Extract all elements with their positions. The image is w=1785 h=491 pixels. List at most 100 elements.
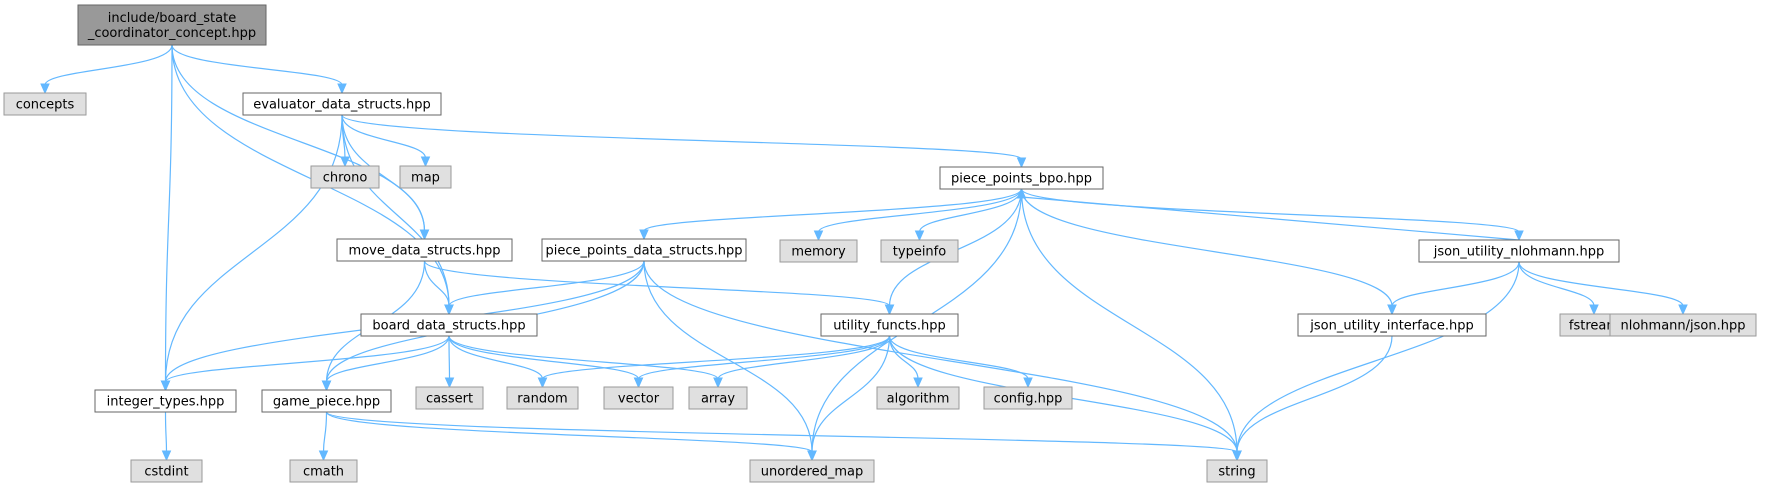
node-board-data-structs[interactable]: board_data_structs.hpp xyxy=(360,313,538,337)
node-box xyxy=(1418,239,1620,263)
node-map: map xyxy=(399,165,452,189)
nodes-layer: include/board_state_coordinator_concept.… xyxy=(3,4,1757,483)
arrowhead-board_data_structs-to-game_piece xyxy=(321,380,332,392)
edge-utility_functs-to-config xyxy=(888,335,1029,380)
node-algorithm: algorithm xyxy=(876,386,960,410)
edge-json_utility_nlohmann-to-json_utility_interface xyxy=(1391,261,1520,307)
arrowhead-integer_types-to-cstdint xyxy=(161,450,172,462)
arrowhead-game_piece-to-unordered_map xyxy=(807,450,817,462)
edge-move_data_structs-to-utility_functs xyxy=(423,260,891,307)
node-memory: memory xyxy=(779,239,858,263)
node-json-utility-nlohmann[interactable]: json_utility_nlohmann.hpp xyxy=(1418,239,1620,263)
node-nlohmann-json: nlohmann/json.hpp xyxy=(1609,313,1757,337)
node-label: random xyxy=(517,392,567,407)
node-move-data-structs[interactable]: move_data_structs.hpp xyxy=(336,238,513,262)
arrowhead-board_data_structs-to-cassert xyxy=(444,377,455,389)
node-box xyxy=(779,239,858,263)
node-label: board_data_structs.hpp xyxy=(372,319,525,334)
node-unordered-map: unordered_map xyxy=(749,459,875,483)
node-box xyxy=(94,389,237,413)
edge-board_data_structs-to-game_piece xyxy=(325,335,450,383)
arrowhead-move_data_structs-to-utility_functs xyxy=(884,304,895,316)
node-label: piece_points_bpo.hpp xyxy=(951,172,1092,187)
arrowhead-piece_points_data_structs-to-board_data_structs xyxy=(444,304,454,316)
arrowhead-board_data_structs-to-integer_types xyxy=(160,380,171,392)
node-piece-points-bpo[interactable]: piece_points_bpo.hpp xyxy=(939,166,1104,190)
arrowhead-utility_functs-to-random xyxy=(537,377,548,389)
arrowhead-json_utility_nlohmann-to-json_utility_interface xyxy=(1387,304,1397,316)
node-array: array xyxy=(688,386,748,410)
node-label: cassert xyxy=(426,392,473,407)
edge-evaluator_data_structs-to-board_data_structs xyxy=(341,114,450,307)
edge-root-to-integer_types xyxy=(164,44,173,383)
node-box xyxy=(688,386,748,410)
edge-json_utility_nlohmann-to-fstream xyxy=(1518,261,1595,307)
node-label: algorithm xyxy=(887,392,950,407)
edge-json_utility_nlohmann-to-piece_points_bpo xyxy=(1021,196,1520,241)
node-box xyxy=(415,386,484,410)
edge-evaluator_data_structs-to-piece_points_bpo xyxy=(341,114,1023,160)
node-label: evaluator_data_structs.hpp xyxy=(253,98,431,113)
node-label: json_utility_interface.hpp xyxy=(1309,319,1473,334)
edge-board_data_structs-to-vector xyxy=(448,335,640,380)
edge-piece_points_bpo-to-memory xyxy=(817,188,1023,233)
node-box xyxy=(876,386,960,410)
arrowhead-piece_points_bpo-to-memory xyxy=(813,230,824,242)
node-json-utility-interface[interactable]: json_utility_interface.hpp xyxy=(1297,313,1487,337)
node-label: fstream xyxy=(1569,319,1619,334)
arrowhead-evaluator_data_structs-to-map xyxy=(420,156,431,168)
node-box xyxy=(820,313,959,337)
arrowhead-utility_functs-to-algorithm xyxy=(913,377,923,389)
edge-utility_functs-to-random xyxy=(541,335,891,380)
node-label: piece_points_data_structs.hpp xyxy=(545,244,742,259)
node-piece-points-data-structs[interactable]: piece_points_data_structs.hpp xyxy=(541,238,747,262)
edge-evaluator_data_structs-to-move_data_structs xyxy=(341,114,426,232)
edge-board_data_structs-to-array xyxy=(448,335,719,380)
edge-board_data_structs-to-random xyxy=(448,335,544,380)
node-label: _coordinator_concept.hpp xyxy=(87,26,256,41)
node-utility-functs[interactable]: utility_functs.hpp xyxy=(820,313,959,337)
edge-board_data_structs-to-cassert xyxy=(448,335,451,380)
node-box xyxy=(983,386,1073,410)
edge-piece_points_bpo-to-json_utility_interface xyxy=(1020,188,1393,307)
node-box xyxy=(399,165,452,189)
node-box xyxy=(749,459,875,483)
node-label: typeinfo xyxy=(893,245,946,260)
node-box xyxy=(939,166,1104,190)
node-root[interactable]: include/board_state_coordinator_concept.… xyxy=(77,4,267,46)
node-vector: vector xyxy=(603,386,674,410)
node-box xyxy=(336,238,513,262)
node-label: nlohmann/json.hpp xyxy=(1621,319,1746,334)
node-evaluator-data-structs[interactable]: evaluator_data_structs.hpp xyxy=(242,92,442,116)
node-chrono: chrono xyxy=(310,165,380,189)
edge-evaluator_data_structs-to-integer_types xyxy=(164,114,343,383)
node-box xyxy=(130,459,203,483)
node-box xyxy=(506,386,579,410)
edge-utility_functs-to-vector xyxy=(637,335,891,380)
node-cassert: cassert xyxy=(415,386,484,410)
edge-game_piece-to-string xyxy=(325,411,1238,453)
arrowhead-piece_points_bpo-to-json_utility_nlohmann xyxy=(1514,230,1524,242)
node-typeinfo: typeinfo xyxy=(880,239,959,263)
edge-json_utility_nlohmann-to-string xyxy=(1236,261,1520,453)
node-label: concepts xyxy=(16,98,75,113)
arrowhead-game_piece-to-string xyxy=(1232,450,1242,462)
node-label: cmath xyxy=(303,465,344,480)
arrowhead-piece_points_bpo-to-typeinfo xyxy=(914,230,925,242)
arrowhead-utility_functs-to-config xyxy=(1023,377,1033,389)
node-label: include/board_state xyxy=(108,11,236,26)
arrowhead-evaluator_data_structs-to-piece_points_bpo xyxy=(1016,157,1027,169)
node-integer-types[interactable]: integer_types.hpp xyxy=(94,389,237,413)
node-label: memory xyxy=(791,245,846,260)
node-box xyxy=(541,238,747,262)
node-game-piece[interactable]: game_piece.hpp xyxy=(261,389,392,413)
node-string: string xyxy=(1206,459,1268,483)
arrowhead-json_utility_nlohmann-to-nlohmann_json xyxy=(1678,304,1688,316)
node-box xyxy=(603,386,674,410)
edge-json_utility_interface-to-string xyxy=(1236,335,1393,453)
node-label: array xyxy=(701,392,735,407)
arrowhead-root-to-evaluator_data_structs xyxy=(337,83,347,95)
node-box xyxy=(261,389,392,413)
node-concepts: concepts xyxy=(3,92,87,116)
